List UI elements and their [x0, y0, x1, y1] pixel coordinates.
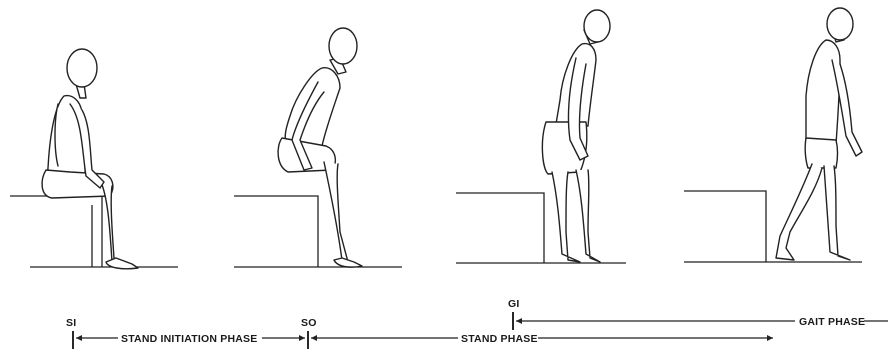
figure-walking [684, 8, 862, 262]
figure-seated [10, 49, 178, 269]
stand-initiation-phase-label: STAND INITIATION PHASE [121, 333, 257, 345]
so-label: SO [301, 317, 317, 329]
figure-seat-off [234, 28, 402, 267]
si-label: SI [66, 317, 76, 329]
stand-phase-label: STAND PHASE [461, 333, 538, 345]
gi-label: GI [508, 298, 520, 310]
phase-timeline: SI SO GI STAND INITIATION PHASE STAND PH… [66, 298, 888, 349]
gait-phase-label: GAIT PHASE [799, 316, 865, 328]
figure-standing [456, 10, 626, 263]
